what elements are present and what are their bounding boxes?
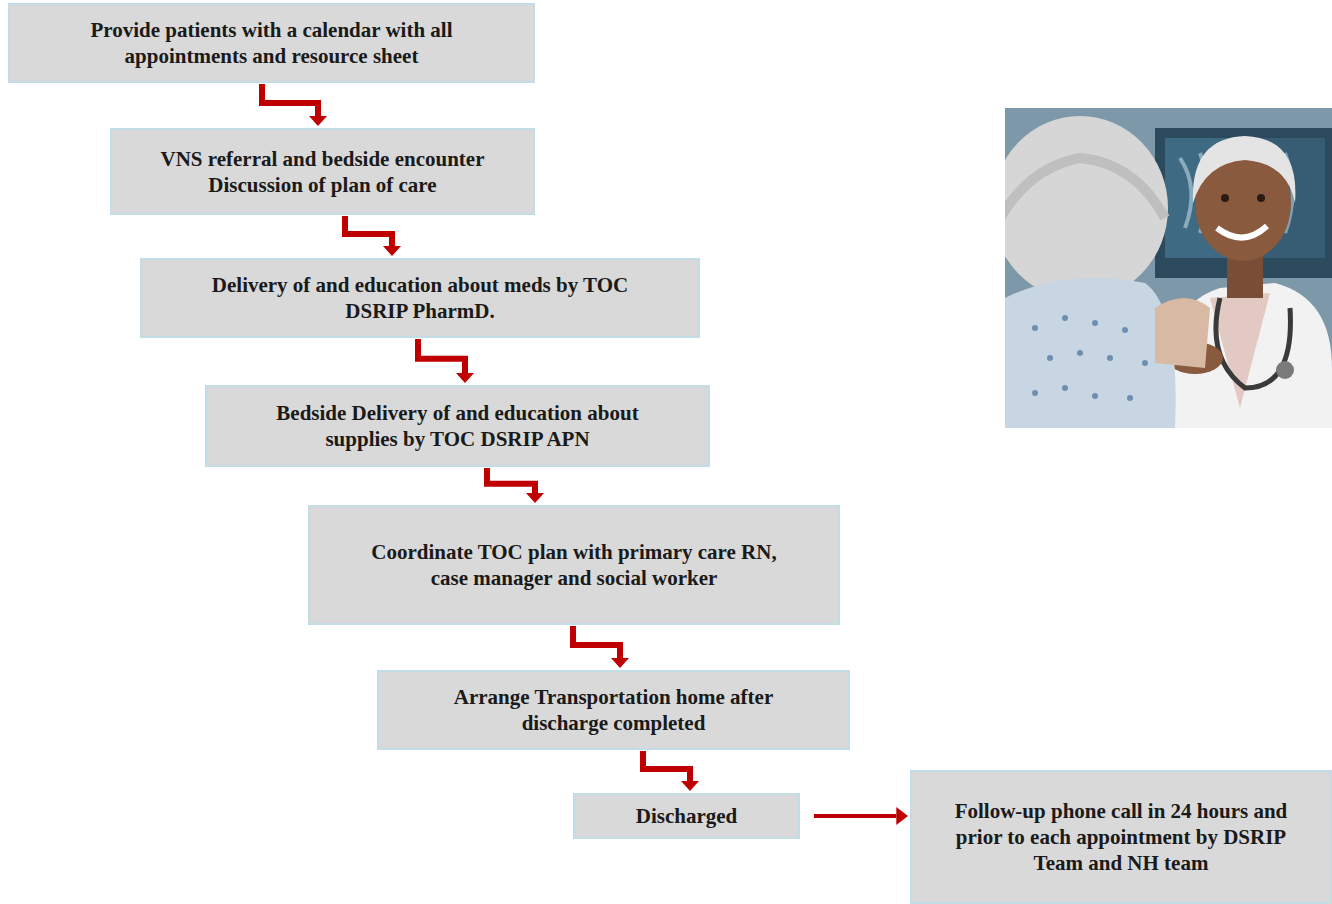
arrow-line [262, 84, 318, 117]
arrow-line [814, 814, 896, 818]
process-box: Delivery of and education about meds by … [140, 258, 700, 338]
process-box: Follow-up phone call in 24 hours and pri… [910, 770, 1332, 904]
arrow-line [487, 468, 535, 494]
arrow-line [345, 216, 392, 247]
process-box: Arrange Transportation home after discha… [377, 670, 850, 750]
flow-arrow [418, 339, 474, 383]
box-text: VNS referral and bedside encounter Discu… [132, 146, 513, 198]
process-box: Discharged [573, 793, 800, 839]
arrow-line [573, 626, 620, 659]
flow-arrow [643, 751, 699, 791]
flow-arrow [573, 626, 629, 668]
process-box: VNS referral and bedside encounter Discu… [110, 128, 535, 215]
flow-arrow [487, 468, 544, 503]
process-box: Coordinate TOC plan with primary care RN… [308, 505, 840, 625]
arrow-head [383, 246, 401, 256]
arrow-line [418, 339, 465, 374]
arrow-head [309, 116, 327, 126]
flow-arrow [262, 84, 327, 126]
box-text: Follow-up phone call in 24 hours and pri… [942, 798, 1300, 876]
box-text: Arrange Transportation home after discha… [439, 684, 788, 736]
arrow-head [526, 493, 544, 503]
flow-arrow [345, 216, 401, 256]
box-text: Coordinate TOC plan with primary care RN… [360, 539, 788, 591]
arrow-line [643, 751, 690, 782]
arrow-head [456, 373, 474, 383]
doctor-patient-photo [1005, 108, 1332, 428]
flow-arrow [814, 807, 908, 825]
box-text: Discharged [636, 803, 738, 829]
box-text: Bedside Delivery of and education about … [247, 400, 668, 452]
process-box: Bedside Delivery of and education about … [205, 385, 710, 467]
arrow-head [611, 658, 629, 668]
process-box: Provide patients with a calendar with al… [8, 3, 535, 83]
box-text: Provide patients with a calendar with al… [50, 17, 493, 69]
arrow-head [681, 781, 699, 791]
box-text: Delivery of and education about meds by … [202, 272, 638, 324]
arrow-head [896, 807, 908, 825]
